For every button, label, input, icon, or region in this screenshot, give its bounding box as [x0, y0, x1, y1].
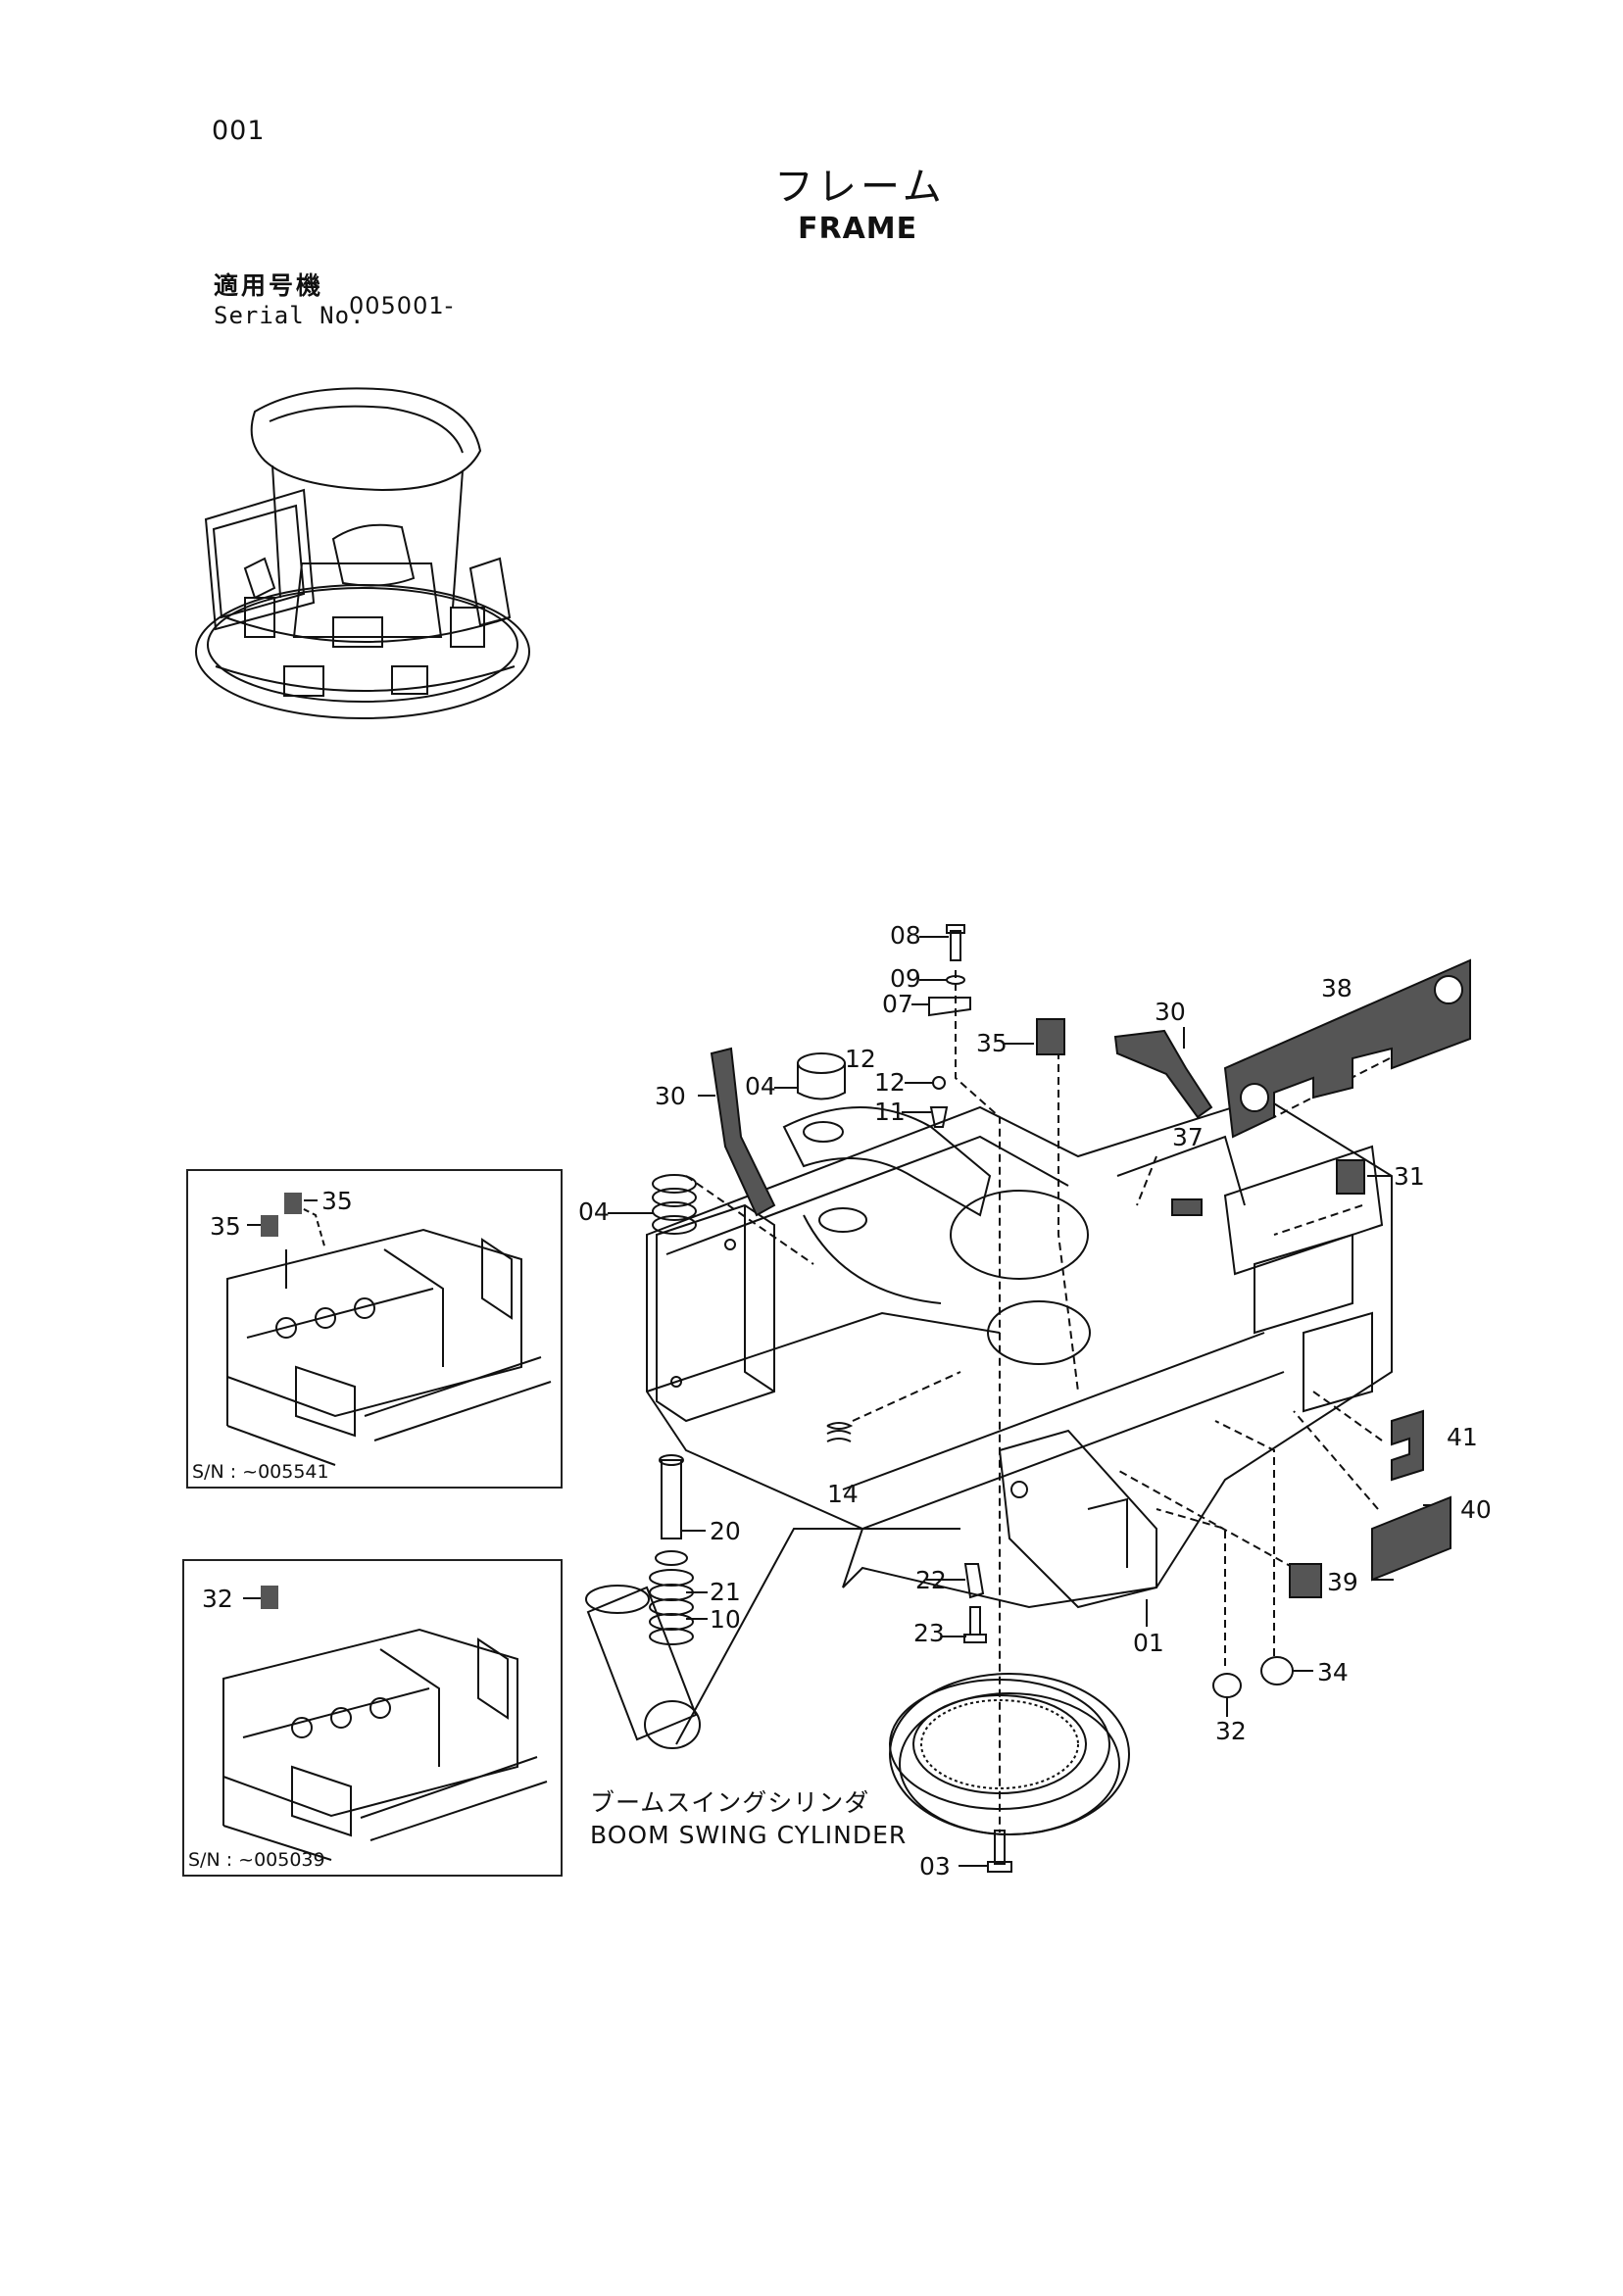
bolt-23 — [963, 1606, 987, 1643]
caption-japanese: ブームスイングシリンダ — [590, 1788, 870, 1817]
callout-08: 08 — [890, 921, 921, 950]
bolt-08 — [946, 924, 965, 961]
pad-39 — [1289, 1563, 1322, 1598]
callout-34: 34 — [1317, 1658, 1349, 1686]
pad-31 — [1336, 1159, 1365, 1195]
roller-32 — [1212, 1673, 1242, 1698]
callout-32: 32 — [1215, 1717, 1247, 1745]
plate-22 — [963, 1563, 985, 1599]
boom-bracket — [782, 1106, 992, 1217]
callout-12-upper: 12 — [845, 1045, 876, 1073]
callout-11: 11 — [874, 1098, 906, 1126]
pad-30-right — [1113, 1029, 1213, 1119]
pad-38 — [1223, 958, 1471, 1139]
pad-35-left — [261, 1215, 278, 1237]
fitting-11 — [929, 1106, 949, 1128]
title-english: FRAME — [798, 212, 918, 246]
inset-1-callout-35-top: 35 — [321, 1187, 353, 1215]
callout-20: 20 — [710, 1517, 741, 1545]
callout-07: 07 — [882, 990, 913, 1018]
inset-1-serial-label: S/N : ~005541 — [192, 1461, 329, 1483]
inset-1-callout-35-left: 35 — [210, 1212, 241, 1241]
left-box — [656, 1203, 775, 1423]
callout-03: 03 — [919, 1852, 951, 1881]
callout-23: 23 — [913, 1619, 945, 1647]
callout-35: 35 — [976, 1029, 1008, 1057]
swing-bracket — [998, 1429, 1157, 1609]
callout-31: 31 — [1394, 1162, 1425, 1191]
bushing-04-lower — [652, 1174, 697, 1194]
turntable-opening — [987, 1300, 1091, 1365]
ring-34 — [1260, 1656, 1294, 1685]
title-japanese: フレーム — [774, 165, 946, 210]
inset-2-serial-label: S/N : ~005039 — [188, 1849, 325, 1871]
callout-30-right: 30 — [1155, 998, 1186, 1026]
pad-35-top — [284, 1193, 302, 1214]
callout-04-lower: 04 — [578, 1197, 610, 1226]
bolt-03 — [987, 1830, 1012, 1873]
pad-35 — [1036, 1018, 1065, 1055]
inset-frame-drawing — [222, 1586, 548, 1861]
inset-variant-005039: 32 S/N : ~005039 — [182, 1559, 563, 1877]
inset-2-callout-32: 32 — [202, 1585, 233, 1613]
shim-21 — [655, 1550, 688, 1566]
callout-41: 41 — [1447, 1423, 1478, 1451]
caption-english: BOOM SWING CYLINDER — [590, 1821, 908, 1849]
pad-32 — [261, 1586, 278, 1609]
callout-37: 37 — [1172, 1123, 1204, 1151]
pad-37 — [1171, 1198, 1203, 1216]
grease-nipple-12 — [932, 1076, 946, 1090]
canopy-post-right — [452, 469, 464, 609]
callout-01: 01 — [1133, 1629, 1164, 1657]
callout-14: 14 — [827, 1480, 859, 1508]
serial-value: 005001- — [349, 292, 455, 319]
callout-21: 21 — [710, 1578, 741, 1606]
spring-14 — [826, 1422, 854, 1442]
callout-22: 22 — [915, 1566, 947, 1594]
pad-40 — [1371, 1495, 1451, 1582]
serial-label-english: Serial No. — [214, 302, 366, 329]
callout-39: 39 — [1327, 1568, 1358, 1596]
pin-20 — [661, 1459, 682, 1539]
bushing-04-upper — [797, 1052, 846, 1074]
callout-04-upper: 04 — [745, 1072, 776, 1100]
inset-frame-drawing — [226, 1193, 552, 1466]
boom-swing-cylinder — [586, 1586, 698, 1741]
excavator-overview-drawing — [195, 387, 530, 719]
inset-variant-005541: 35 35 S/N : ~005541 — [186, 1169, 563, 1489]
canopy-roof — [250, 387, 482, 492]
callout-09: 09 — [890, 964, 921, 993]
callout-30-left: 30 — [655, 1082, 686, 1110]
pad-41 — [1391, 1409, 1424, 1482]
door-panel — [204, 488, 316, 631]
callout-40: 40 — [1460, 1495, 1492, 1524]
callout-38: 38 — [1321, 974, 1352, 1002]
callout-10: 10 — [710, 1605, 741, 1634]
turntable-inner — [207, 587, 518, 703]
page-number: 001 — [212, 116, 266, 146]
callout-12-lower: 12 — [874, 1068, 906, 1097]
canopy-post-left — [271, 464, 281, 599]
seat — [331, 523, 416, 587]
serial-label-japanese: 適用号機 — [214, 271, 324, 300]
bracket-07 — [928, 997, 971, 1017]
pad-30-left — [710, 1047, 776, 1217]
